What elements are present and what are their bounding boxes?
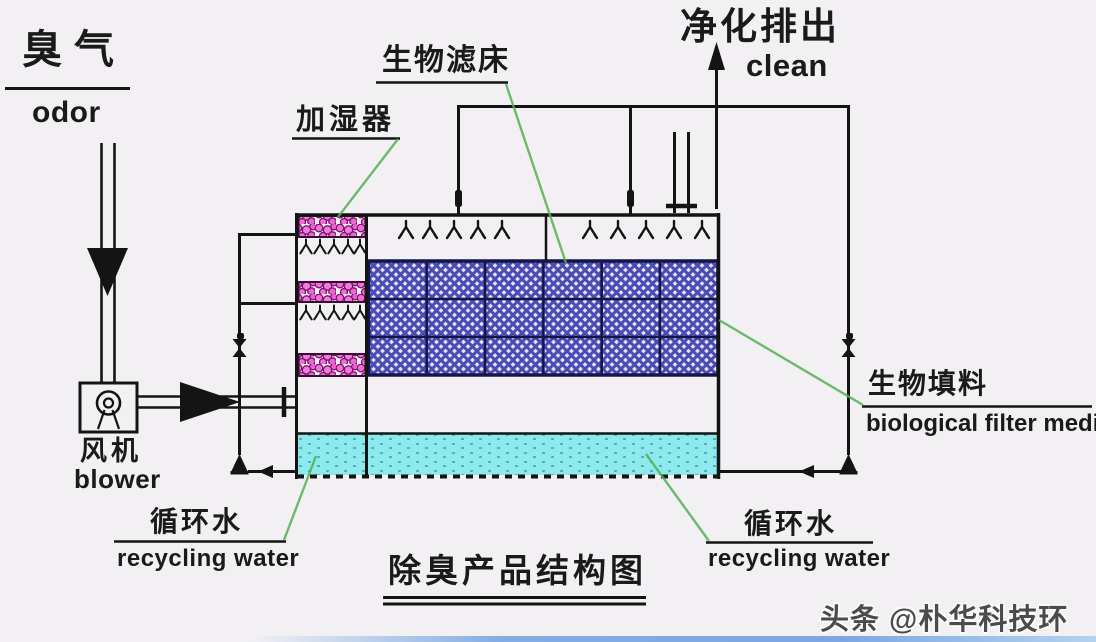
tank-body bbox=[295, 213, 721, 479]
clean-air-arrow-icon bbox=[708, 42, 725, 209]
pump-icon bbox=[839, 454, 858, 475]
humidifier-label: 加湿器 bbox=[296, 104, 396, 136]
valve-icon bbox=[232, 333, 247, 357]
watermark: 头条 @朴华科技环保 bbox=[820, 604, 1069, 636]
blower-unit bbox=[78, 381, 139, 434]
blower-label-en: blower bbox=[74, 464, 161, 494]
flow-arrow-icon bbox=[799, 465, 814, 478]
spray-feed-valve-icon bbox=[455, 190, 462, 207]
bottom-edge-strip bbox=[250, 636, 1096, 642]
diagram-title: 除臭产品结构图 bbox=[388, 552, 647, 589]
inlet-flow-arrow-icon bbox=[87, 248, 128, 296]
filter-media-label-en: biological filter media bbox=[866, 410, 1096, 437]
right-riser-pipe bbox=[720, 105, 858, 478]
recycling-water-right-label-en: recycling water bbox=[708, 545, 891, 572]
odor-label-zh: 臭气 bbox=[22, 28, 126, 72]
left-riser-pipe bbox=[230, 233, 296, 478]
valve-icon bbox=[841, 333, 856, 357]
label-underlines bbox=[5, 81, 1092, 606]
clean-outlet-label-zh: 净化排出 bbox=[680, 6, 840, 47]
clean-outlet-label-en: clean bbox=[746, 48, 828, 83]
humidifier-nozzle-rows bbox=[299, 238, 367, 321]
recycling-water-left-label-zh: 循环水 bbox=[150, 506, 244, 537]
recycling-water-right-label-zh: 循环水 bbox=[744, 508, 838, 539]
spray-feed-valve-icon bbox=[627, 190, 634, 207]
outlet-flow-arrow-icon bbox=[180, 382, 240, 422]
top-distribution-pipe bbox=[455, 105, 850, 215]
exhaust-stack bbox=[666, 132, 697, 213]
filter-media-label-zh: 生物填料 bbox=[868, 368, 989, 399]
fan-icon bbox=[95, 390, 122, 430]
pump-icon bbox=[230, 454, 249, 475]
recycling-water-left-label-en: recycling water bbox=[117, 545, 300, 572]
odor-inlet-pipe bbox=[87, 143, 128, 383]
humidifier-media-bands bbox=[297, 215, 367, 377]
tank-walls bbox=[295, 213, 721, 479]
blower-outlet-pipe bbox=[137, 382, 296, 422]
annotation-lines bbox=[282, 83, 864, 542]
biological-filter-media-grid bbox=[366, 259, 720, 377]
blower-label-zh: 风机 bbox=[80, 436, 142, 466]
flow-arrow-icon bbox=[258, 465, 273, 478]
biofilter-bed-label: 生物滤床 bbox=[382, 44, 510, 77]
odor-label-en: odor bbox=[32, 96, 101, 129]
